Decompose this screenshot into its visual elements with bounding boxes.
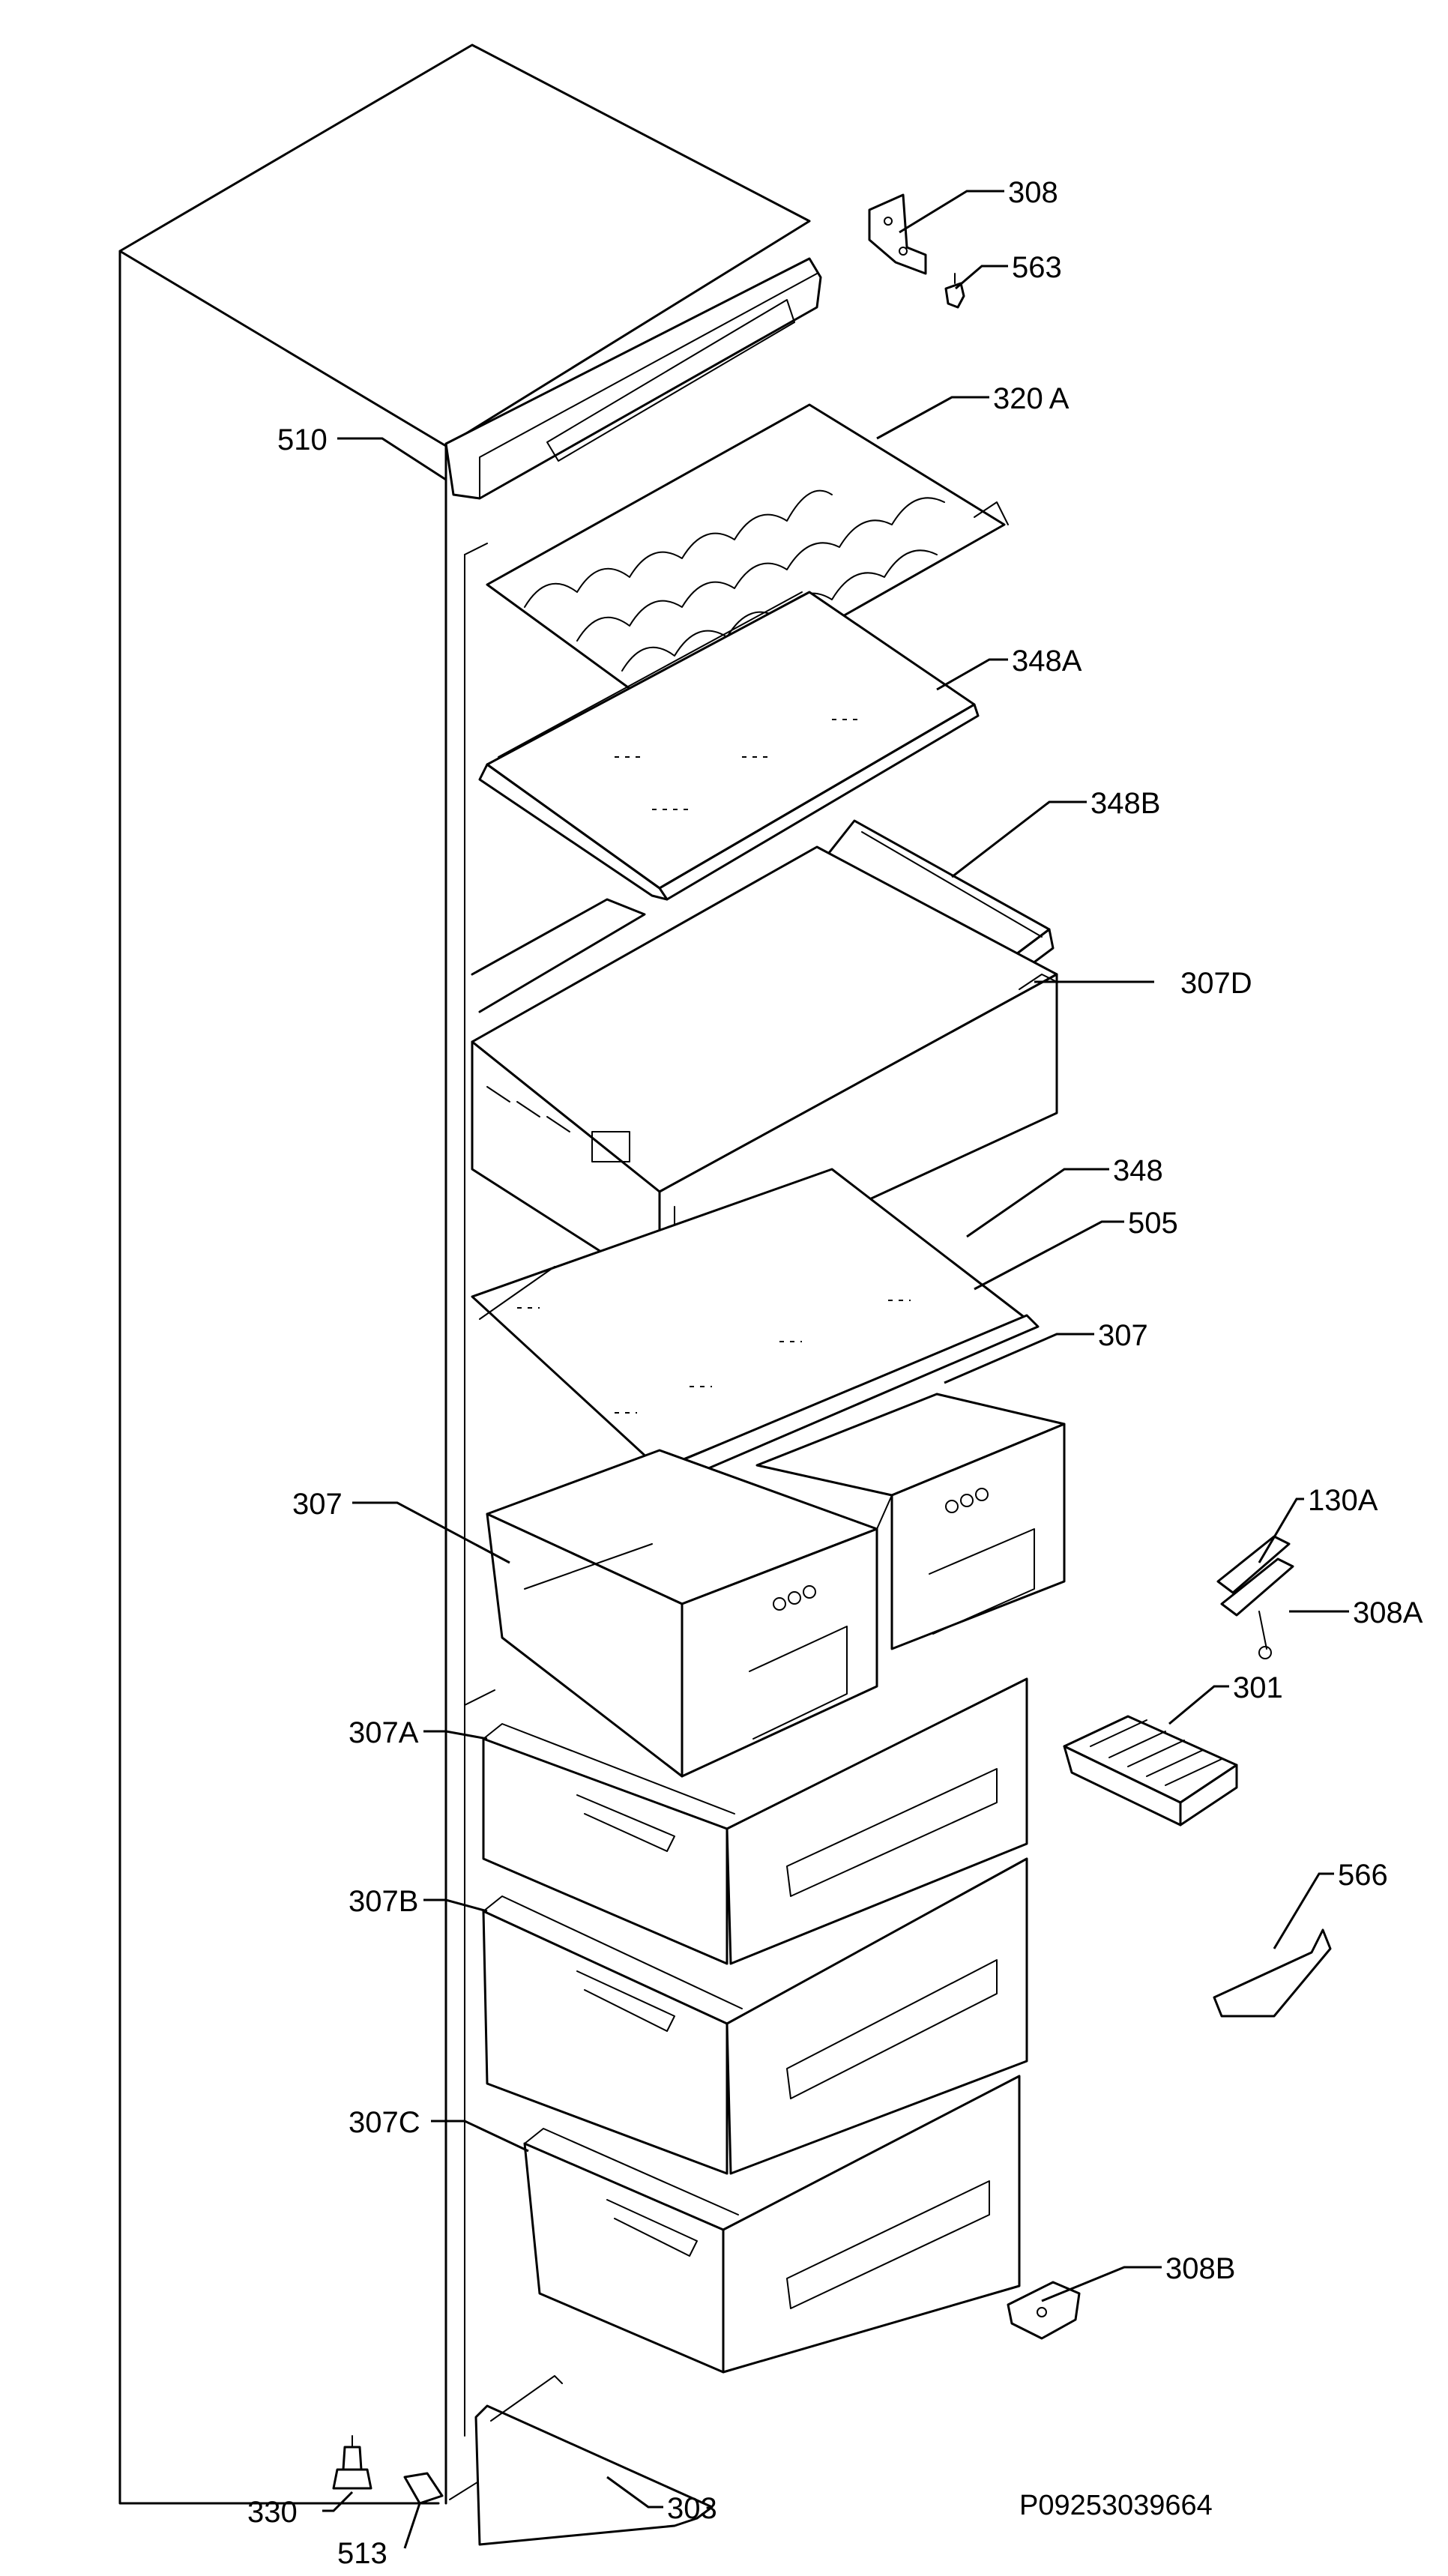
callout-308b: 308B bbox=[1165, 2252, 1235, 2285]
screw-563 bbox=[944, 273, 965, 309]
callout-301: 301 bbox=[1233, 1671, 1283, 1704]
callout-348b: 348B bbox=[1090, 787, 1160, 820]
callout-505: 505 bbox=[1128, 1207, 1178, 1240]
callout-307d: 307D bbox=[1180, 967, 1252, 1000]
callout-308: 308 bbox=[1008, 176, 1058, 209]
callout-513: 513 bbox=[337, 2537, 387, 2570]
ice-tray-301 bbox=[1063, 1715, 1238, 1827]
callout-307a: 307A bbox=[349, 1716, 419, 1749]
callout-307c: 307C bbox=[349, 2106, 420, 2139]
plinth-303 bbox=[474, 2375, 714, 2546]
callout-307b: 307B bbox=[349, 1885, 418, 1918]
callout-303: 303 bbox=[667, 2492, 717, 2525]
leader-lines bbox=[322, 190, 1349, 2549]
callout-566: 566 bbox=[1338, 1859, 1388, 1892]
callout-308a: 308A bbox=[1353, 1596, 1423, 1629]
hinge-308 bbox=[868, 193, 927, 275]
callout-307-left: 307 bbox=[292, 1488, 343, 1521]
scraper-566 bbox=[1213, 1928, 1332, 2018]
top-handle-510 bbox=[444, 257, 822, 500]
freezer-drawer-307a bbox=[482, 1677, 1028, 1965]
adjustable-foot-330 bbox=[332, 2435, 372, 2490]
callout-348: 348 bbox=[1113, 1154, 1163, 1187]
cabinet-body bbox=[118, 43, 811, 2505]
callout-563: 563 bbox=[1012, 251, 1062, 284]
callout-510: 510 bbox=[277, 423, 328, 456]
callout-348a: 348A bbox=[1012, 645, 1082, 678]
freezer-drawer-307c bbox=[523, 2075, 1021, 2374]
freezer-drawer-307b bbox=[482, 1857, 1028, 2175]
glass-shelf-348a bbox=[478, 591, 980, 901]
crisper-307-right bbox=[755, 1393, 1066, 1650]
clip-513 bbox=[403, 2472, 444, 2505]
callout-330: 330 bbox=[247, 2496, 298, 2529]
callout-307-right: 307 bbox=[1098, 1319, 1148, 1352]
callout-130a: 130A bbox=[1308, 1484, 1378, 1517]
hinge-130a-308a bbox=[1216, 1535, 1294, 1659]
document-code: P09253039664 bbox=[1019, 2490, 1213, 2521]
crisper-307-left bbox=[486, 1449, 878, 1778]
hinge-308b bbox=[1007, 2281, 1081, 2340]
